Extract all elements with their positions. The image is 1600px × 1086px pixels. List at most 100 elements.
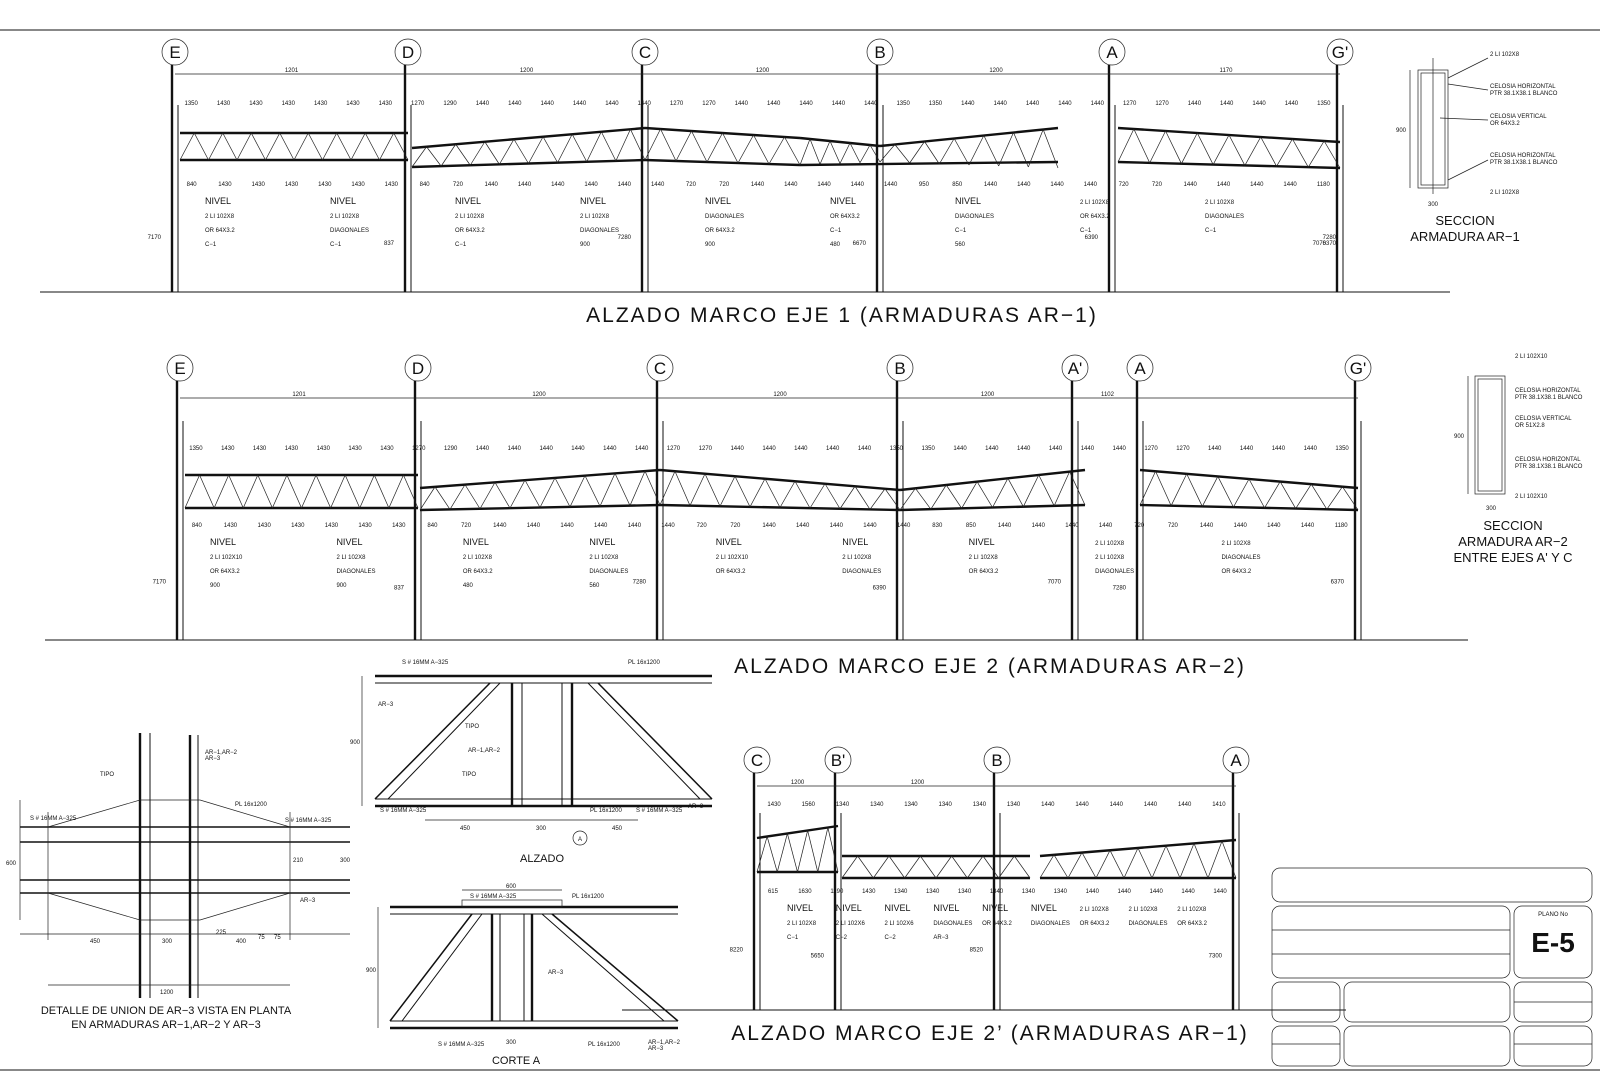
drawing-line [659,471,676,506]
panel-dimension: 1440 [1285,101,1299,107]
plan-title: EN ARMADURAS AR−1,AR−2 Y AR−3 [71,1019,260,1031]
drawing-line [1193,843,1209,879]
section1-note: PTR 38.1X38.1 BLANCO [1490,160,1558,166]
panel-dimension: 1430 [314,101,328,107]
drawing-line [766,836,778,873]
panel-dimension: 1630 [798,889,812,895]
elevation-note: DIAGONALES [330,228,369,234]
alzado-note: S # 16MM A−325 [380,808,427,814]
drawing-line [1201,476,1219,507]
drawing-line [749,478,766,508]
elevation-note: 900 [705,242,716,248]
span-dimension: 1200 [756,68,770,74]
panel-dimension: 1440 [1149,889,1163,895]
panel-dimension: 1430 [249,101,263,107]
height-dimension: 837 [394,586,405,592]
panel-dimension: 1430 [282,101,296,107]
panel-dimension: 1440 [1041,802,1055,808]
panel-dimension: 1440 [884,182,898,188]
elevation-title: ALZADO MARCO EJE 2 (ARMADURAS AR−2) [734,655,1246,678]
drawing-line [961,481,978,509]
plano-number: E-5 [1531,927,1575,958]
drawing-line [1095,850,1111,879]
panel-dimension: 720 [1152,182,1163,188]
panel-dimension: 1430 [346,101,360,107]
panel-dimension: 1440 [762,446,776,452]
drawing-line [272,474,288,509]
axis-label: B [874,43,885,62]
elevation-note: DIAGONALES [1205,214,1244,220]
panel-dimension: 1440 [594,523,608,529]
plan-dim: 450 [90,939,101,945]
drawing-line [945,484,962,509]
panel-dimension: 1440 [796,523,810,529]
elevation-note: NIVEL [836,903,862,913]
elevation-note: C−1 [955,228,967,234]
drawing-line [644,128,661,161]
corte-note: S # 16MM A−325 [438,1042,485,1048]
axis-label: E [174,359,185,378]
drawing-line [644,470,661,506]
plan-dim: 75 [258,935,265,941]
axis-bubble [1222,746,1250,774]
panel-dimension: 1340 [958,889,972,895]
panel-dimension: 1440 [1058,101,1072,107]
elevation-note: 2 LI 102X6 [885,921,915,927]
panel-dimension: 1440 [863,523,877,529]
height-dimension: 7300 [1209,954,1223,960]
panel-dimension: 1440 [1032,523,1046,529]
axis-label: A' [1068,359,1083,378]
drawing-line [1151,845,1167,879]
panel-dimension: 1340 [973,802,987,808]
drawing-line [615,129,631,162]
drawing-line [469,141,486,166]
panel-dimension: 1430 [221,446,235,452]
drawing-line [768,136,785,165]
alzado-note: TIPO [462,772,476,778]
drawing-line [1039,854,1055,879]
plan-detail: AR−1,AR−2 AR−3 PL 16x1200 TIPO S # 16MM … [6,733,351,1031]
elevation-note: NIVEL [463,537,489,547]
elevation-note: NIVEL [716,537,742,547]
alzado-dim: 300 [536,826,547,832]
axis-bubble [166,354,194,382]
elevation-note: NIVEL [1031,903,1057,913]
panel-dimension: 1180 [1317,182,1331,188]
panel-dimension: 1440 [751,182,765,188]
panel-dimension: 1440 [1050,182,1064,188]
elevation-note: OR 64X3.2 [1177,921,1207,927]
elevation-note: OR 64X3.2 [1222,569,1252,575]
panel-dimension: 1440 [817,182,831,188]
drawing-line [1007,478,1024,507]
elevation-note: 480 [463,583,474,589]
axis-label: D [412,359,424,378]
panel-dimension: 1440 [493,523,507,529]
drawing-line [899,468,1086,492]
drawing-line [179,132,195,161]
axis-label: A [1106,43,1118,62]
panel-dimension: 1440 [1267,523,1281,529]
elevation-note: OR 64X3.2 [705,228,735,234]
panel-dimension: 720 [719,182,730,188]
drawing-line [722,132,739,164]
axis-bubble [1098,38,1126,66]
drawing-line [1042,129,1059,169]
panel-dimension: 1440 [551,182,565,188]
drawing-line [968,135,985,166]
axis-bubble [394,38,422,66]
drawing-line [336,132,352,161]
panel-dimension: 1440 [735,101,749,107]
panel-dimension: 1270 [1144,446,1158,452]
drawing-line [841,855,858,879]
elevation-note: C−1 [330,242,342,248]
drawing-line [222,132,238,161]
panel-dimension: 1440 [1188,101,1202,107]
panel-dimension: 840 [187,182,198,188]
drawing-line [675,130,692,162]
panel-dimension: 1440 [784,182,798,188]
plan-note: AR−1,AR−2 [205,750,238,756]
panel-dimension: 1440 [994,101,1008,107]
section1-note: CELOSIA HORIZONTAL [1490,84,1556,90]
panel-dimension: 1440 [1091,101,1105,107]
panel-dimension: 1270 [1176,446,1190,452]
